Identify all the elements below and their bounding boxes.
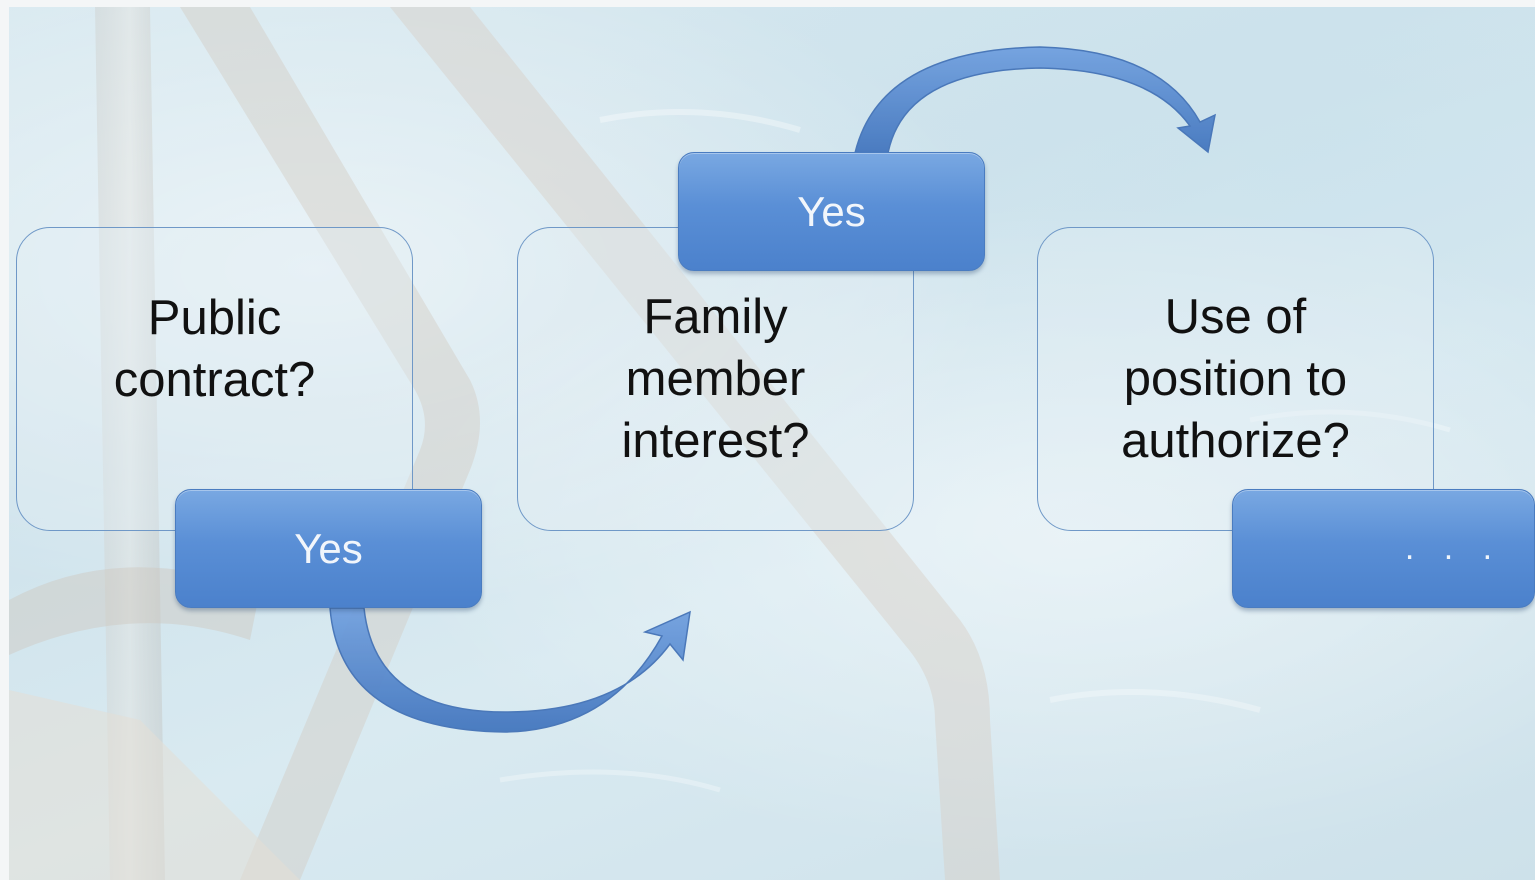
question-box-family-member-interest: Family member interest? <box>517 227 914 531</box>
yes-tag-1: Yes <box>175 489 482 608</box>
question-text: Family member interest? <box>621 290 810 468</box>
question-box-use-of-position: Use of position to authorize? <box>1037 227 1434 531</box>
question-text: Use of position to authorize? <box>1121 290 1350 468</box>
tag-label: Yes <box>294 524 363 572</box>
question-text: Public contract? <box>113 291 316 407</box>
question-box-public-contract: Public contract? <box>16 227 413 531</box>
tag-label: . . . <box>1404 529 1503 567</box>
yes-tag-2: Yes <box>678 152 985 271</box>
ellipsis-tag: . . . <box>1232 489 1535 608</box>
tag-label: Yes <box>797 187 866 235</box>
